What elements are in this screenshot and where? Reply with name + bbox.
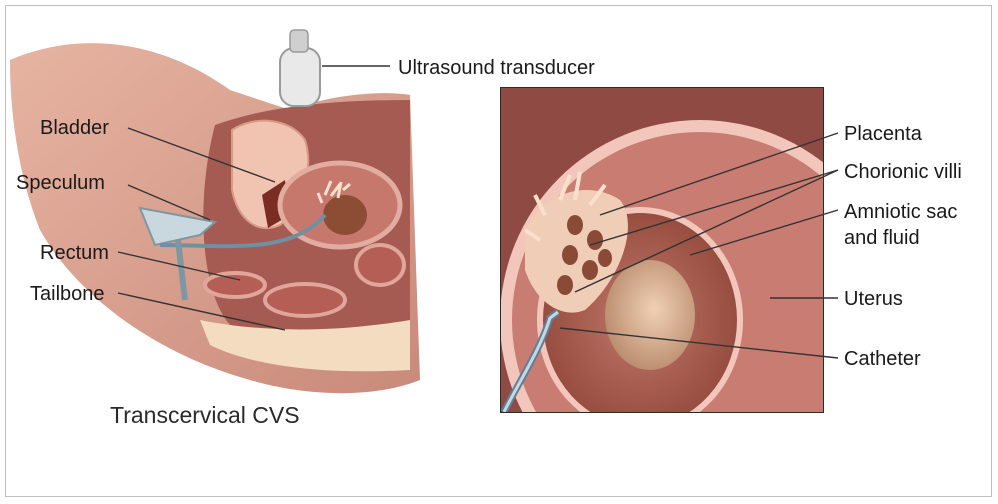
label-rectum: Rectum	[40, 241, 109, 265]
body-cross-section	[10, 43, 420, 393]
rectum-organ	[205, 273, 265, 297]
ultrasound-transducer-device	[280, 30, 320, 106]
intestine-loop-1	[265, 284, 345, 316]
label-ultrasound-transducer: Ultrasound transducer	[398, 56, 595, 80]
label-amniotic-sac-line1: Amniotic sac	[844, 200, 957, 224]
label-speculum: Speculum	[16, 171, 105, 195]
fetus	[605, 260, 695, 370]
intestine-loop-2	[356, 245, 404, 285]
label-bladder: Bladder	[40, 116, 109, 140]
figure-caption: Transcervical CVS	[110, 402, 300, 429]
label-chorionic-villi: Chorionic villi	[844, 160, 962, 184]
label-amniotic-sac-line2: and fluid	[844, 226, 920, 250]
label-catheter: Catheter	[844, 347, 921, 371]
uterus-gestational-sac	[323, 195, 367, 235]
label-uterus: Uterus	[844, 287, 903, 311]
label-tailbone: Tailbone	[30, 282, 105, 306]
label-placenta: Placenta	[844, 122, 922, 146]
inset-magnified-view	[500, 88, 900, 504]
